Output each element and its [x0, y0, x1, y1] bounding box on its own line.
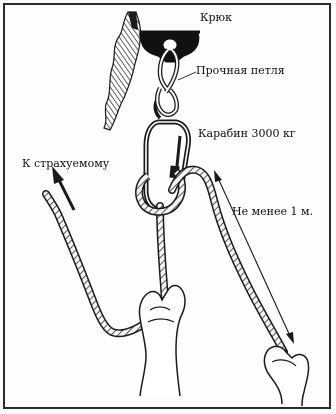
rock-face-icon: [104, 12, 141, 130]
hand-icon: [139, 286, 185, 397]
piton-hook-icon: [140, 32, 200, 62]
loop-leader-line: [178, 72, 196, 80]
hook-label: Крюк: [200, 12, 232, 24]
min-distance-label: Не менее 1 м.: [232, 206, 313, 218]
hand-icon: [264, 346, 308, 406]
to-belayer-label: К страхуемому: [22, 158, 109, 170]
carabiner-label: Карабин 3000 кг: [198, 128, 296, 140]
distance-dimension-line: [214, 170, 294, 344]
strong-loop-label: Прочная петля: [196, 65, 285, 77]
